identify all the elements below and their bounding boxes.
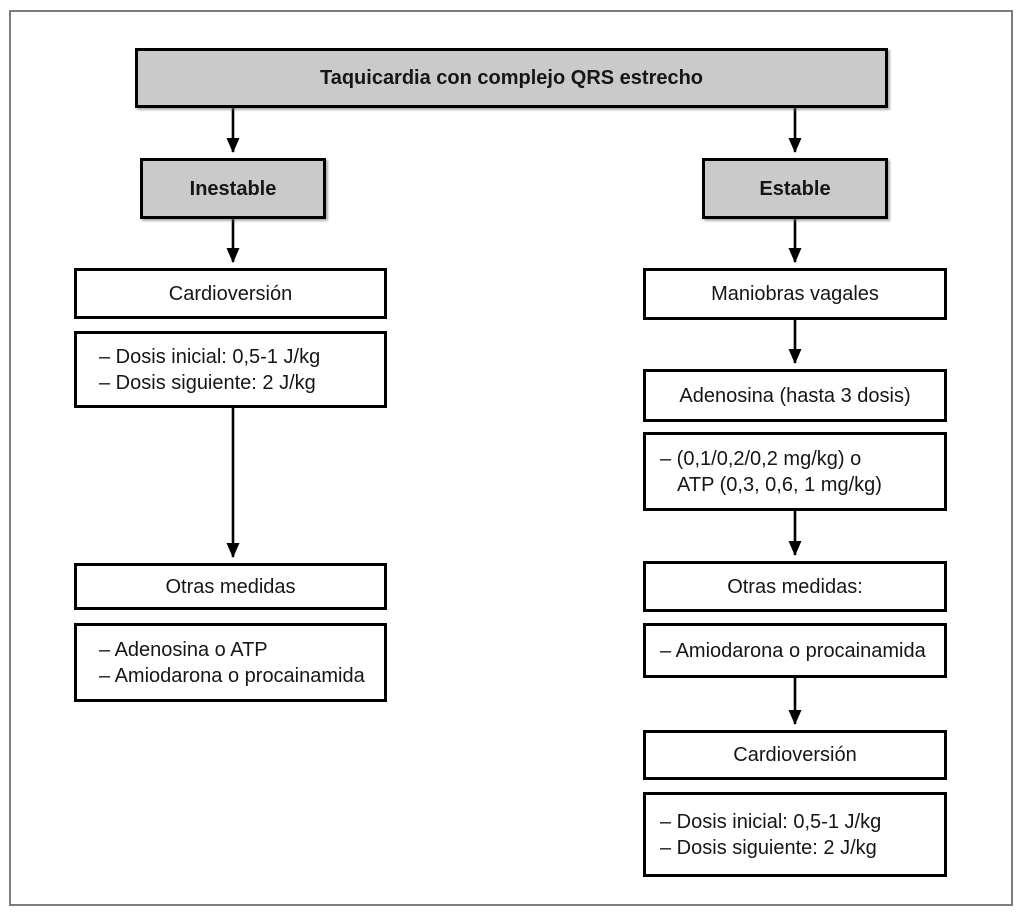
node-inestable: Inestable (140, 158, 326, 219)
dose-line: – Dosis siguiente: 2 J/kg (99, 371, 316, 394)
node-estable: Estable (702, 158, 888, 219)
dose-line: – (0,1/0,2/0,2 mg/kg) o (660, 447, 862, 470)
drug-line: – Adenosina o ATP (99, 638, 268, 661)
node-cardioversion-right: Cardioversión (643, 730, 947, 780)
node-cardioversion-dosis-left: – Dosis inicial: 0,5-1 J/kg – Dosis sigu… (74, 331, 387, 408)
node-otras-medidas-left: Otras medidas (74, 563, 387, 610)
node-maniobras-vagales: Maniobras vagales (643, 268, 947, 320)
figure-border (9, 10, 1013, 906)
node-farmacos-left: – Adenosina o ATP – Amiodarona o procain… (74, 623, 387, 702)
dose-line: – Dosis inicial: 0,5-1 J/kg (660, 810, 882, 833)
drug-line: – Amiodarona o procainamida (660, 639, 926, 662)
node-otras-medidas-right: Otras medidas: (643, 561, 947, 612)
node-cardioversion-dosis-right: – Dosis inicial: 0,5-1 J/kg – Dosis sigu… (643, 792, 947, 877)
node-cardioversion-left: Cardioversión (74, 268, 387, 319)
dose-line: ATP (0,3, 0,6, 1 mg/kg) (677, 473, 882, 496)
dose-line: – Dosis inicial: 0,5-1 J/kg (99, 345, 321, 368)
node-farmacos-right: – Amiodarona o procainamida (643, 623, 947, 678)
drug-line: – Amiodarona o procainamida (99, 664, 365, 687)
node-adenosina: Adenosina (hasta 3 dosis) (643, 369, 947, 422)
node-adenosina-dosis: – (0,1/0,2/0,2 mg/kg) o ATP (0,3, 0,6, 1… (643, 432, 947, 511)
dose-line: – Dosis siguiente: 2 J/kg (660, 836, 877, 859)
node-root-title: Taquicardia con complejo QRS estrecho (135, 48, 888, 108)
